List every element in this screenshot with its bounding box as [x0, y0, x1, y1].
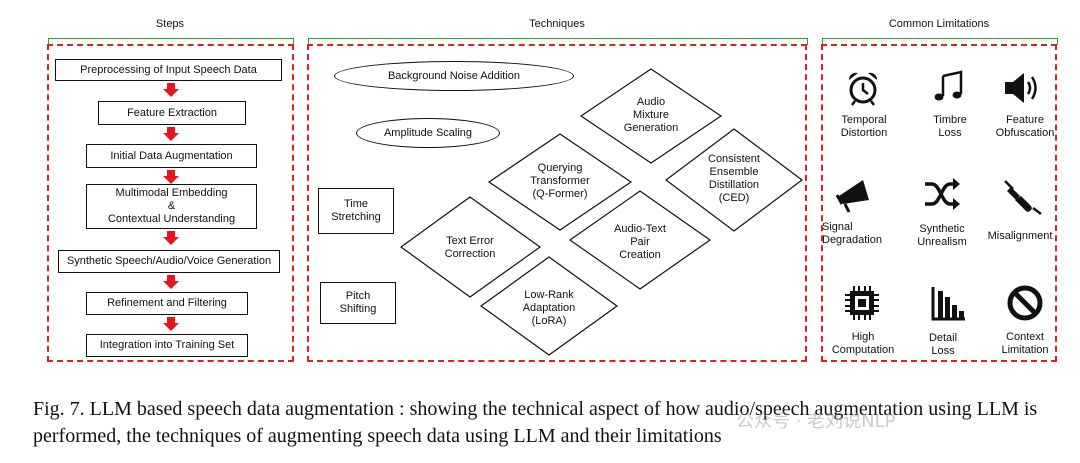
step-synthetic-generation: Synthetic Speech/Audio/Voice Generation [58, 250, 280, 273]
diamond-lora [479, 256, 619, 356]
limitation-misalignment: Misalignment [987, 230, 1053, 242]
limitation-high-computation: High Computation [831, 331, 895, 356]
step-preprocessing: Preprocessing of Input Speech Data [55, 59, 282, 81]
down-arrow-icon [163, 275, 179, 289]
watermark: 公众号 · 老刘说NLP [736, 411, 896, 432]
technique-background-noise: Background Noise Addition [334, 61, 574, 91]
alarm-clock-icon [848, 72, 878, 106]
megaphone-icon [835, 180, 869, 213]
diamond-qformer [487, 133, 633, 231]
music-note-icon [934, 70, 963, 101]
diamond-audio-text [568, 190, 712, 290]
cpu-chip-icon [845, 286, 879, 320]
step-multimodal-embedding: Multimodal Embedding & Contextual Unders… [86, 184, 257, 229]
limitation-context-limitation: Context Limitation [1001, 331, 1049, 356]
limitation-detail-loss: Detail Loss [928, 332, 958, 357]
limitation-temporal-distortion: Temporal Distortion [840, 114, 888, 139]
techniques-panel [307, 44, 807, 362]
steps-section-title: Steps [155, 18, 185, 30]
limitations-section-title: Common Limitations [888, 18, 990, 30]
down-arrow-icon [163, 83, 179, 97]
lora-label: Low-Rank Adaptation (LoRA) [522, 289, 576, 327]
techniques-bracket [308, 38, 808, 45]
shuffle-icon [925, 178, 960, 210]
techniques-section-title: Techniques [529, 18, 585, 30]
limitation-feature-obfuscation: Feature Obfuscation [995, 114, 1055, 139]
technique-time-stretching: Time Stretching [318, 188, 394, 234]
limitations-bracket [822, 38, 1058, 45]
limitation-synthetic-unrealism: Synthetic Unrealism [917, 223, 967, 248]
down-arrow-icon [163, 170, 179, 184]
diamond-audio-mixture [579, 68, 723, 164]
limitation-timbre-loss: Timbre Loss [933, 114, 967, 139]
figure-caption: Fig. 7. LLM based speech data augmentati… [33, 398, 1038, 447]
step-integration: Integration into Training Set [86, 334, 248, 357]
text-error-label: Text Error Correction [444, 235, 496, 260]
down-arrow-icon [163, 231, 179, 245]
limitation-signal-degradation: Signal Degradation [822, 221, 882, 246]
steps-panel [47, 44, 294, 362]
technique-diamonds [399, 68, 803, 356]
qformer-label: Querying Transformer (Q-Former) [530, 162, 590, 200]
prohibited-icon [1007, 285, 1043, 321]
step-initial-augmentation: Initial Data Augmentation [86, 144, 257, 168]
down-arrow-icon [163, 317, 179, 331]
steps-bracket [48, 38, 294, 45]
step-feature-extraction: Feature Extraction [98, 101, 246, 125]
diamond-ced [665, 128, 803, 232]
step-refinement: Refinement and Filtering [86, 292, 248, 315]
unplugged-icon [1004, 180, 1042, 215]
bar-chart-decline-icon [931, 287, 965, 321]
audio-mixture-label: Audio Mixture Generation [623, 96, 679, 134]
technique-pitch-shifting: Pitch Shifting [320, 282, 396, 324]
audio-text-label: Audio-Text Pair Creation [614, 223, 666, 261]
down-arrow-icon [163, 127, 179, 141]
speaker-icon [1005, 73, 1037, 103]
ced-label: Consistent Ensemble Distillation (CED) [708, 153, 760, 204]
diamond-text-error [399, 196, 542, 298]
technique-amplitude-scaling: Amplitude Scaling [356, 118, 500, 148]
limitations-panel [821, 44, 1057, 362]
